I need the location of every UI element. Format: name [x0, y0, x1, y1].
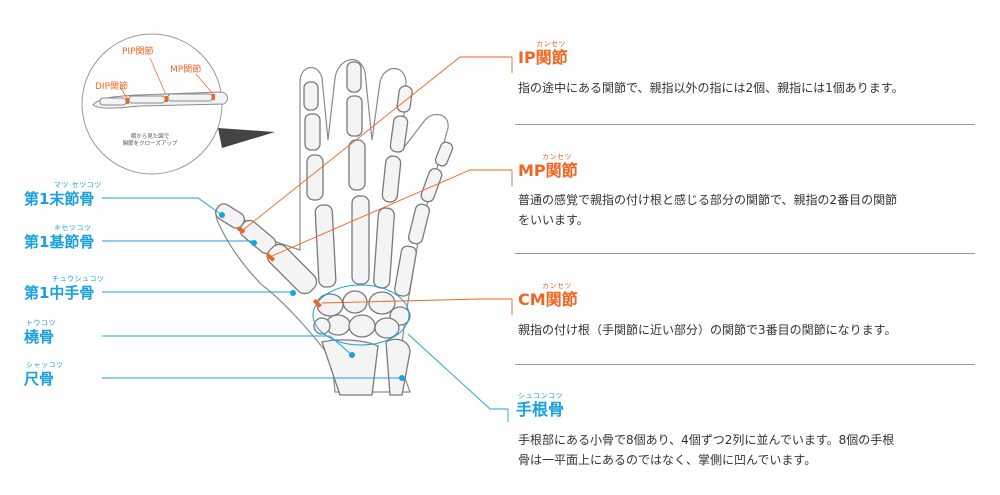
section-line: 骨は一平面上にあるのではなく、掌側に凹んでいます。 [518, 453, 817, 467]
label-proximal-phalanx: キセツコツ 第1基節骨 [24, 224, 94, 251]
label-metacarpal: チュウシュコツ 第1中手骨 [24, 275, 105, 302]
divider [515, 124, 975, 125]
section-title: CM関節 [518, 290, 578, 309]
label-radius: トウコツ 橈骨 [24, 319, 56, 346]
divider [515, 364, 975, 365]
inset-dip-label: DIP関節 [95, 82, 129, 92]
section-ruby: カンセツ [542, 282, 572, 290]
inset-mp-label: MP関節 [170, 65, 202, 75]
label-ruby: シャッコツ [26, 361, 64, 369]
section-ruby: カンセツ [536, 40, 566, 48]
inset-note: 横から見た図で 関節をクローズアップ [110, 134, 190, 148]
section-title: IP関節 [518, 48, 568, 67]
section-title: MP関節 [518, 161, 578, 180]
section-cm-joint-text: 親指の付け根（手関節に近い部分）の関節で3番目の関節になります。 [518, 320, 978, 340]
section-ip-joint-title: カンセツ IP関節 [518, 40, 568, 67]
label-ruby: チュウシュコツ [52, 275, 105, 283]
section-ruby: カンセツ [542, 153, 572, 161]
section-line: 普通の感覚で親指の付け根と感じる部分の関節で、親指の2番目の関節 [518, 193, 898, 207]
section-carpal-text: 手根部にある小骨で8個あり、4個ずつ2列に並んでいます。8個の手根 骨は一平面上… [518, 430, 978, 470]
label-name: 橈骨 [24, 328, 55, 346]
section-line: をいいます。 [518, 213, 589, 227]
label-name: 第1基節骨 [24, 233, 95, 251]
section-title: 手根骨 [516, 400, 565, 419]
inset-pip-label: PIP関節 [122, 47, 154, 57]
section-cm-joint-title: カンセツ CM関節 [518, 282, 578, 309]
label-distal-phalanx: マツ セツコツ 第1末節骨 [24, 181, 102, 208]
inset-note-line1: 横から見た図で [130, 134, 170, 140]
section-ip-joint-text: 指の途中にある関節で、親指以外の指には2個、親指には1個あります。 [518, 78, 978, 98]
inset-note-line2: 関節をクローズアップ [122, 141, 178, 147]
section-carpal-title: シュコンコツ 手根骨 [516, 392, 564, 419]
label-ruby: マツ セツコツ [54, 181, 102, 189]
label-name: 第1中手骨 [24, 284, 95, 302]
divider [515, 253, 975, 254]
section-ruby: シュコンコツ [518, 392, 563, 400]
label-name: 尺骨 [24, 370, 55, 388]
section-mp-joint-title: カンセツ MP関節 [518, 153, 578, 180]
label-ruby: トウコツ [26, 319, 56, 327]
label-name: 第1末節骨 [24, 190, 95, 208]
section-line: 指の途中にある関節で、親指以外の指には2個、親指には1個あります。 [518, 81, 904, 95]
section-line: 親指の付け根（手関節に近い部分）の関節で3番目の関節になります。 [518, 323, 897, 337]
section-line: 手根部にある小骨で8個あり、4個ずつ2列に並んでいます。8個の手根 [518, 433, 895, 447]
label-ulna: シャッコツ 尺骨 [24, 361, 64, 388]
label-ruby: キセツコツ [54, 224, 92, 232]
section-mp-joint-text: 普通の感覚で親指の付け根と感じる部分の関節で、親指の2番目の関節 をいいます。 [518, 190, 978, 230]
